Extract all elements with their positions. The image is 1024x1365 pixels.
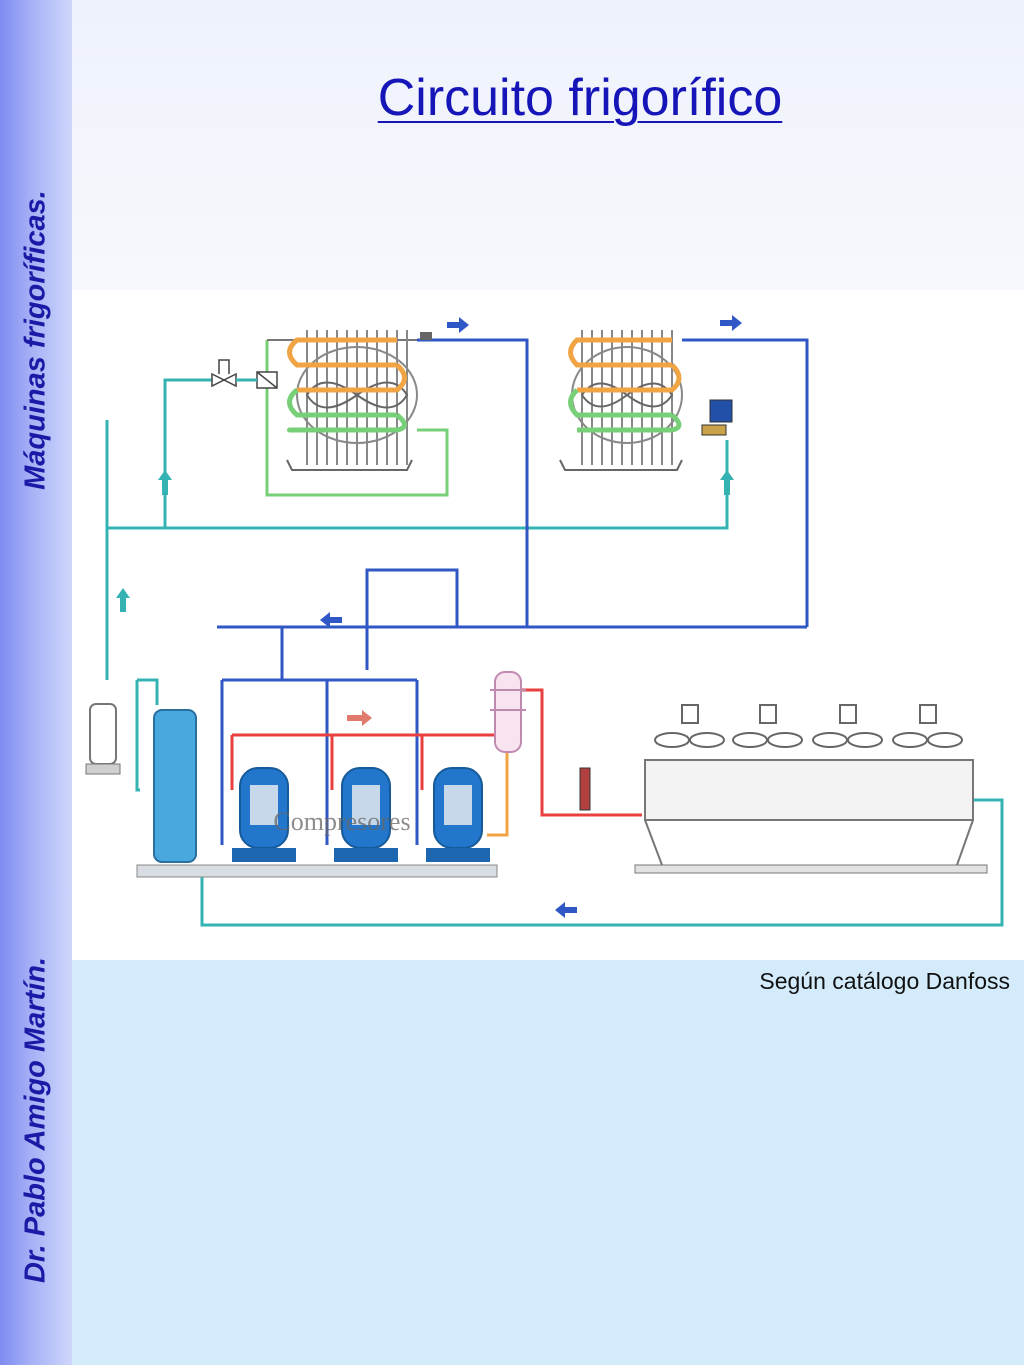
pressure-switch	[579, 767, 591, 811]
receiver-tank	[153, 709, 197, 863]
sidebar-top-text: Máquinas frigoríficas.	[19, 190, 52, 490]
footer-band	[72, 960, 1024, 1365]
refrigeration-diagram: Compresores	[72, 290, 1024, 960]
source-caption: Según catálogo Danfoss	[759, 968, 1010, 994]
discharge-arrow	[347, 710, 372, 726]
header-band	[72, 0, 1024, 290]
solenoid-valve	[211, 359, 278, 389]
liquid-line	[105, 378, 1004, 927]
discharge-line	[230, 688, 642, 817]
flow-arrows	[320, 315, 742, 918]
condenser-fans	[654, 704, 963, 748]
compressors	[232, 767, 490, 862]
oil-return-line	[487, 750, 509, 837]
evaporator-2	[559, 330, 733, 471]
oil-separator-small	[85, 703, 121, 775]
condenser	[634, 759, 988, 874]
evaporator-1	[265, 330, 449, 497]
rack-base	[136, 864, 498, 878]
liquid-arrows	[116, 470, 734, 612]
suction-line	[217, 338, 809, 845]
sidebar-bottom-text: Dr. Pablo Amigo Martín.	[19, 956, 52, 1284]
compressor-label: Compresores	[273, 807, 410, 836]
diagram-svg: Compresores	[85, 315, 1004, 927]
oil-separator	[490, 671, 526, 753]
sidebar: Máquinas frigoríficas. Dr. Pablo Amigo M…	[0, 0, 72, 1365]
page-title: Circuito frigorífico	[377, 69, 783, 127]
